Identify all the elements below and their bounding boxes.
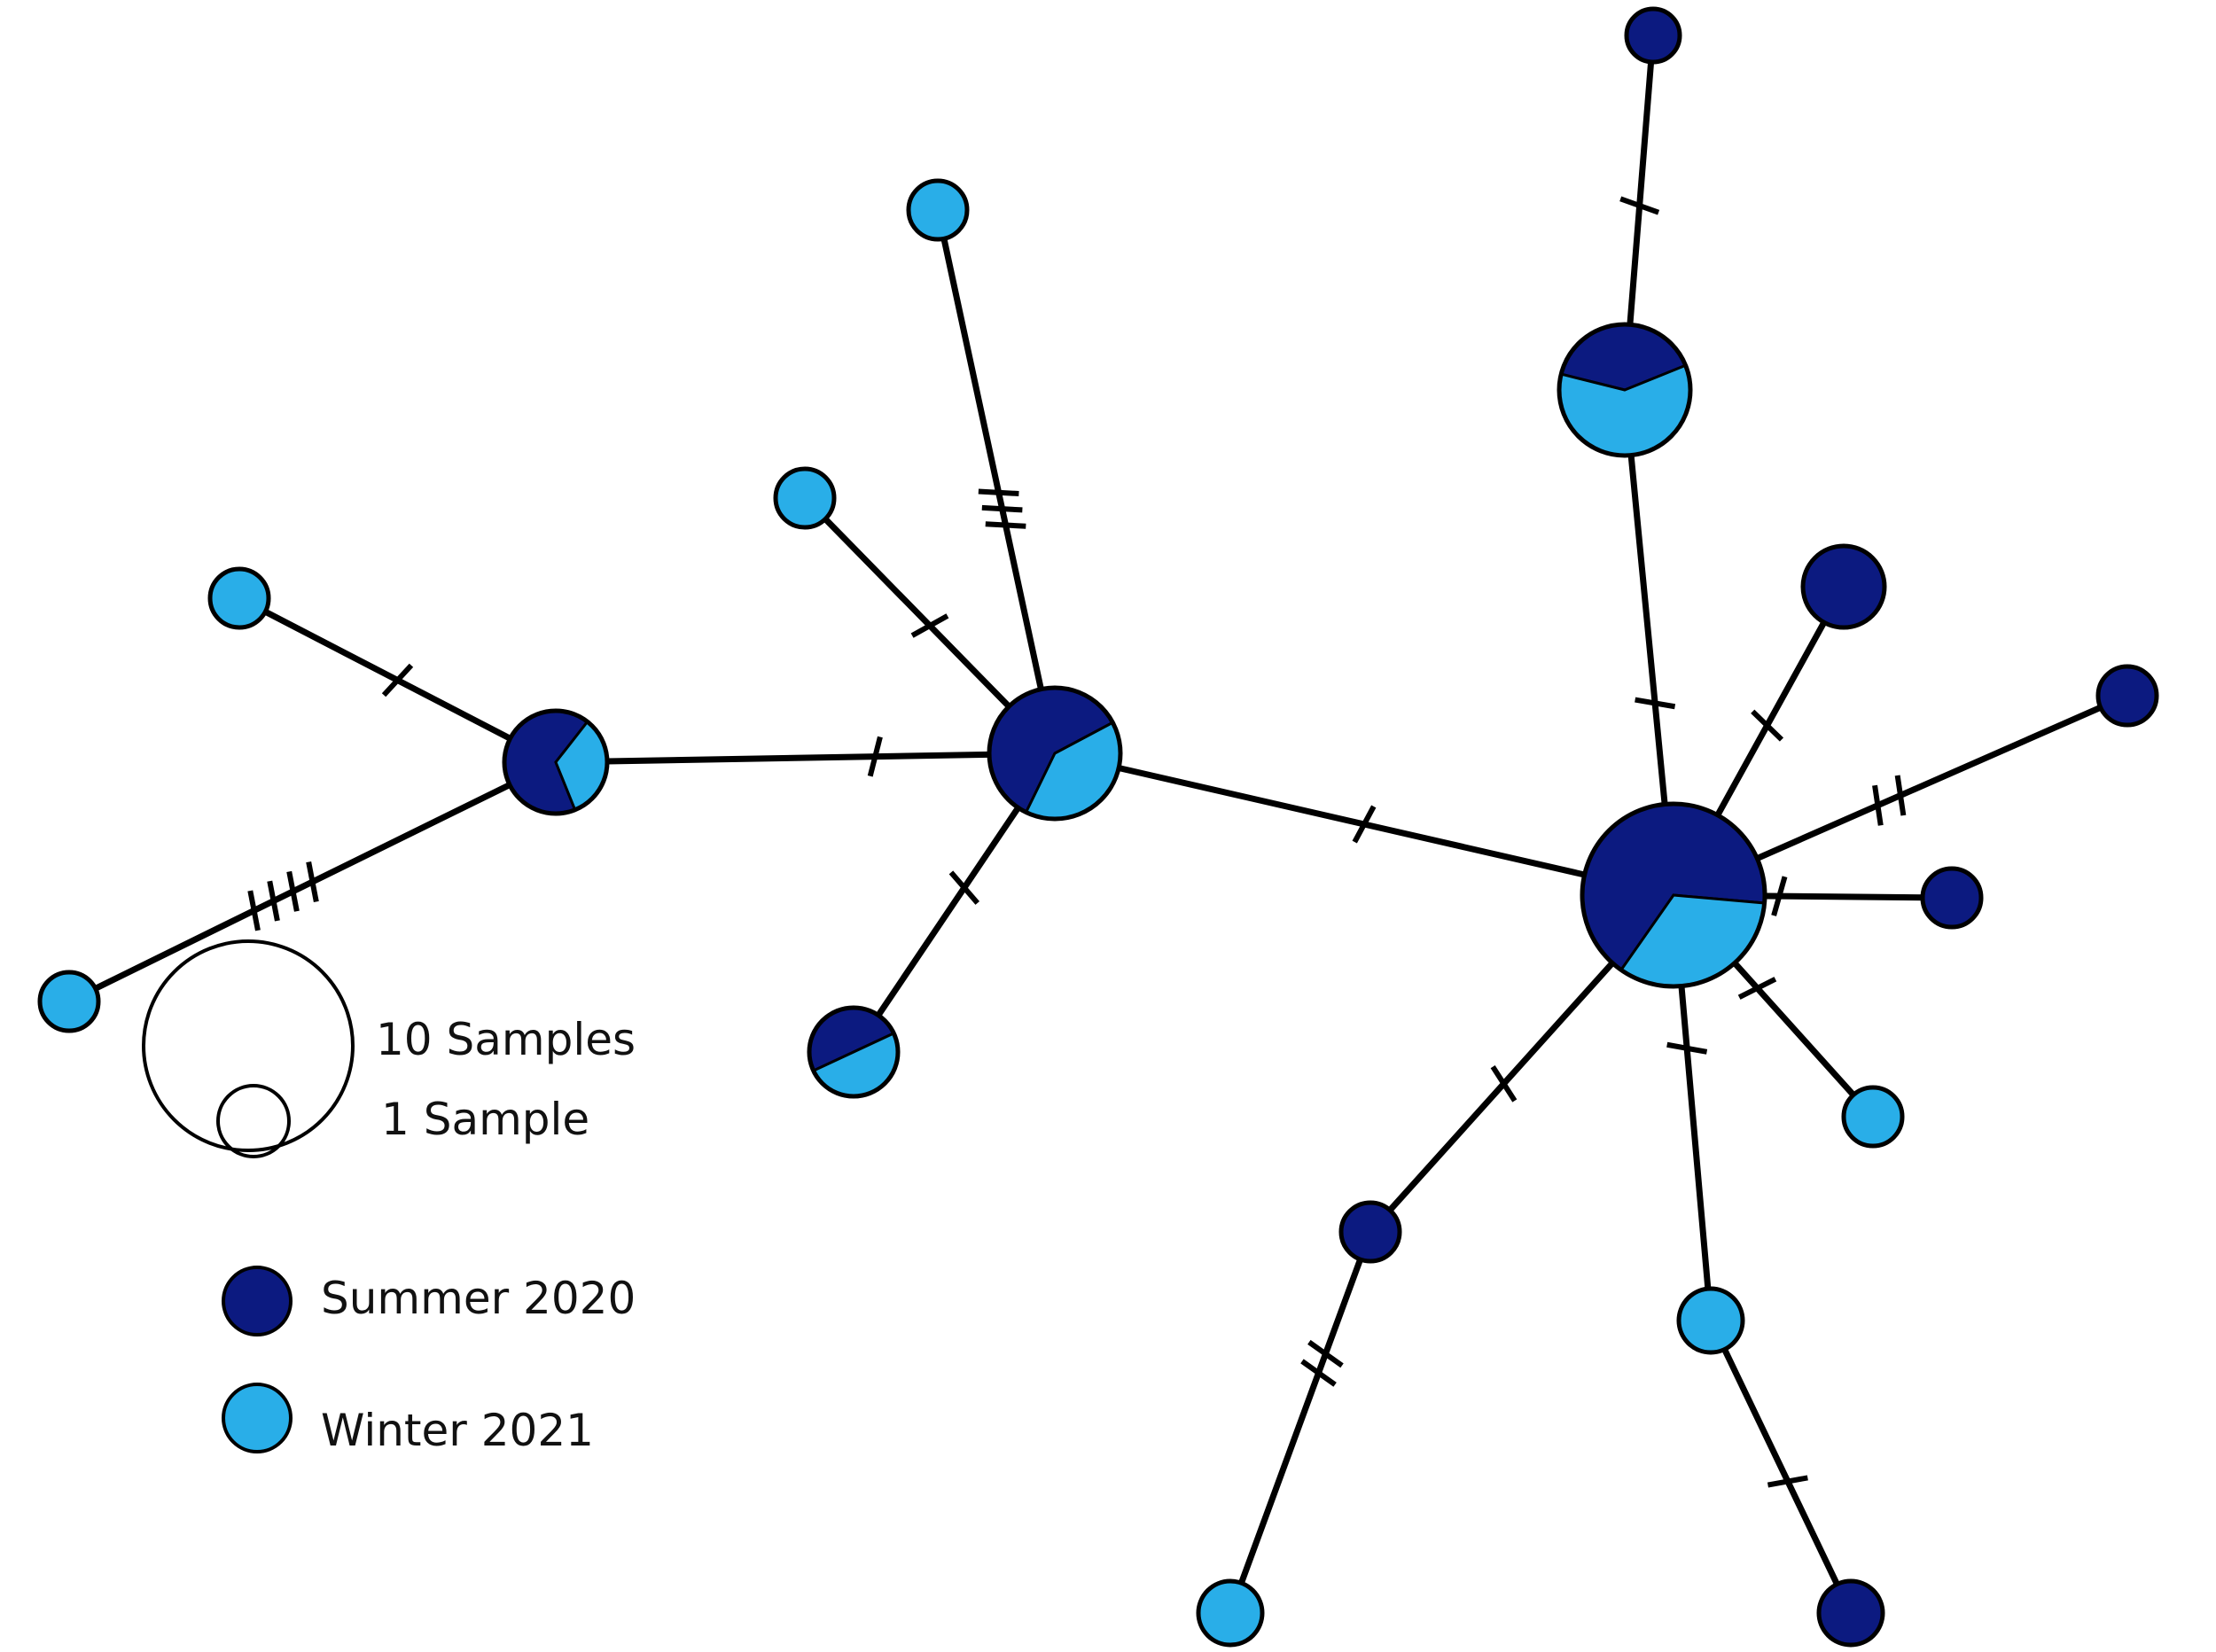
haplotype-node-h0	[37, 970, 101, 1033]
summer-node	[1624, 6, 1682, 65]
summer-node	[1800, 543, 1887, 630]
mutation-tick	[286, 870, 300, 912]
mutation-tick	[981, 504, 1023, 513]
haplotype-nodes	[37, 6, 2159, 1648]
legend: 10 Samples 1 Sample Summer 2020 Winter 2…	[142, 939, 636, 1456]
mutation-ticks	[247, 196, 1907, 1488]
haplotype-node-h10	[1557, 322, 1693, 458]
haplotype-node-h17	[1800, 543, 1887, 630]
mutation-tick	[1666, 1041, 1708, 1055]
winter-label: Winter 2021	[321, 1405, 594, 1456]
size-legend: 10 Samples 1 Sample	[142, 939, 636, 1158]
mutation-tick	[267, 880, 280, 922]
mutation-tick	[1490, 1064, 1518, 1103]
winter-node	[773, 466, 837, 530]
haplotype-node-h5	[1816, 1578, 1885, 1648]
size-legend-large-circle	[142, 939, 355, 1152]
haplotype-node-h2	[502, 708, 610, 816]
winter-node	[906, 178, 970, 242]
winter-node	[1841, 1085, 1905, 1149]
winter-node	[207, 566, 271, 630]
summer-swatch	[222, 1266, 293, 1336]
winter-node	[37, 970, 101, 1033]
node-outline	[502, 708, 610, 816]
haplotype-node-h9	[773, 466, 837, 530]
haplotype-node-h12	[2095, 664, 2159, 728]
mutation-tick	[1894, 775, 1907, 816]
size-legend-large-label: 10 Samples	[376, 1014, 636, 1065]
mutation-tick	[1767, 1475, 1808, 1488]
node-outline	[987, 685, 1123, 822]
haplotype-node-h16	[1676, 1286, 1745, 1355]
haplotype-node-h18	[1338, 1200, 1402, 1264]
haplotype-node-h3	[207, 566, 271, 630]
size-legend-small-label: 1 Sample	[381, 1094, 589, 1145]
haplotype-node-h8	[807, 1005, 901, 1099]
winter-swatch	[222, 1383, 293, 1453]
winter-node	[1196, 1578, 1265, 1648]
edge-h18-h4	[1227, 1230, 1374, 1615]
mutation-tick	[247, 890, 261, 931]
mutation-tick	[1771, 876, 1788, 916]
haplotype-node-h7	[987, 685, 1123, 822]
mutation-tick	[985, 521, 1026, 529]
haplotype-node-h15	[1841, 1085, 1905, 1149]
node-outline	[1557, 322, 1693, 458]
haplotype-node-h14	[1920, 866, 1984, 930]
haplotype-node-h1	[1624, 6, 1682, 65]
mutation-tick	[910, 613, 949, 638]
mutation-tick	[1300, 1359, 1337, 1387]
color-legend: Summer 2020 Winter 2021	[222, 1266, 636, 1456]
summer-node	[1920, 866, 1984, 930]
node-outline	[1580, 801, 1767, 989]
summer-node	[2095, 664, 2159, 728]
summer-node	[1338, 1200, 1402, 1264]
haplotype-node-h13	[1580, 801, 1767, 989]
mutation-tick	[1751, 709, 1784, 742]
winter-node	[1676, 1286, 1745, 1355]
haplotype-node-h6	[906, 178, 970, 242]
mutation-tick	[381, 663, 414, 697]
node-outline	[807, 1005, 901, 1099]
haplotype-node-h4	[1196, 1578, 1265, 1648]
mutation-tick	[1737, 977, 1777, 1000]
edge-h16-h5	[1707, 1319, 1854, 1615]
mutation-tick	[306, 861, 319, 902]
size-legend-small-circle	[216, 1084, 291, 1158]
mutation-tick	[1307, 1339, 1344, 1368]
edge-h7-h2	[555, 750, 1056, 766]
summer-label: Summer 2020	[321, 1273, 636, 1324]
mutation-tick	[1619, 196, 1660, 215]
mutation-tick	[1635, 697, 1676, 710]
network-edges	[67, 35, 2129, 1615]
mutation-tick	[948, 870, 980, 905]
mutation-tick	[1352, 805, 1377, 844]
summer-node	[1816, 1578, 1885, 1648]
edge-h7-h6	[934, 209, 1058, 754]
mutation-tick	[978, 488, 1019, 496]
mutation-tick	[867, 736, 883, 777]
mutation-tick	[1872, 784, 1884, 826]
